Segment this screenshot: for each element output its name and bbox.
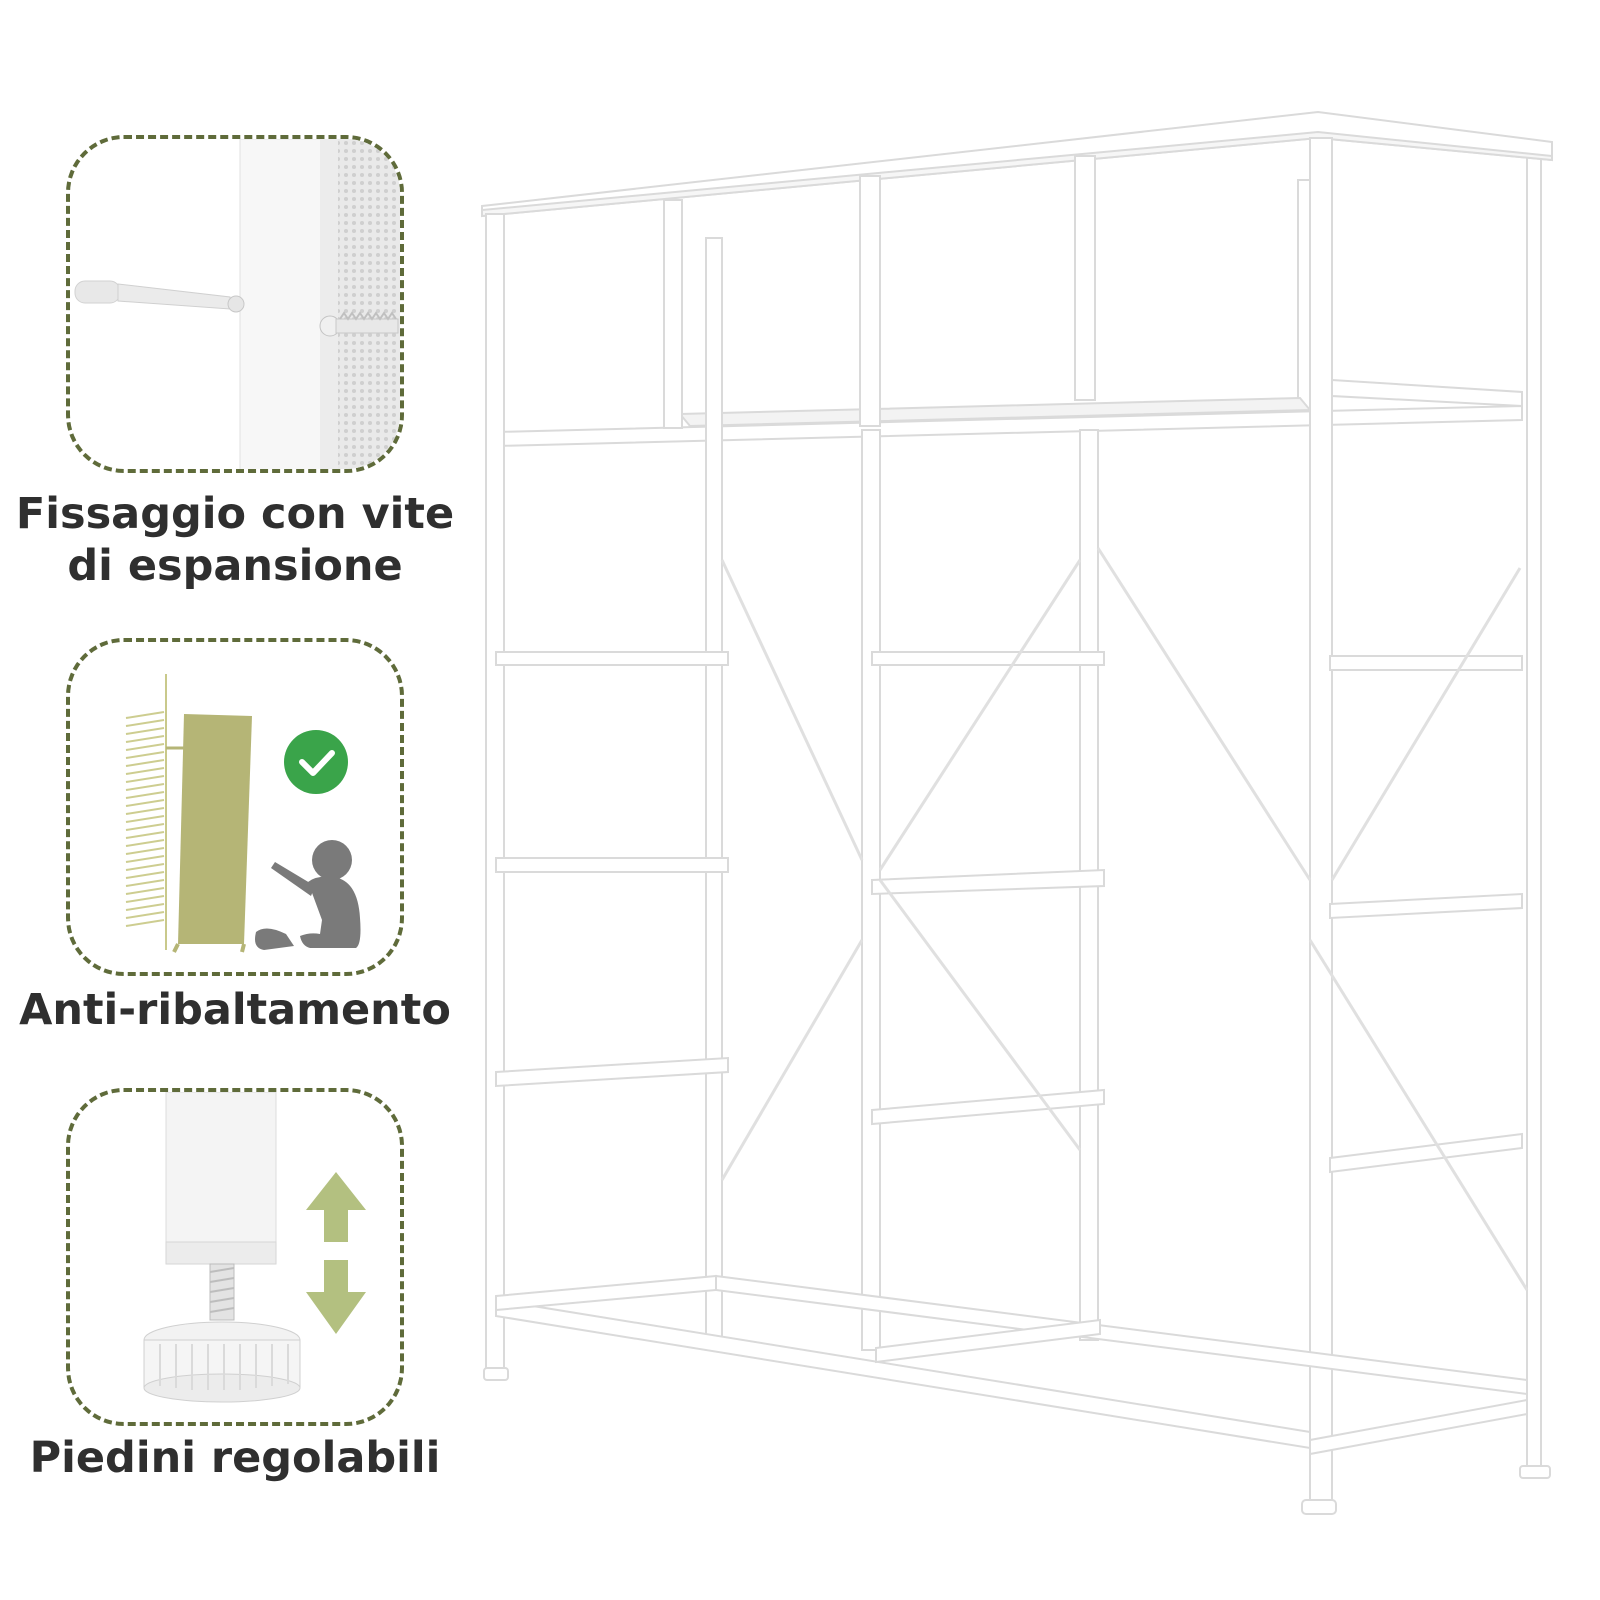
anti-tip-feature-box: [66, 638, 404, 976]
adjustable-feet-feature-box: [66, 1088, 404, 1426]
anti-tip-caption: Anti-ribaltamento: [19, 985, 451, 1035]
adjustable-foot-icon: [143, 1092, 366, 1403]
expansion-screw-icon: [74, 139, 400, 469]
wall-hatch-icon: [125, 711, 165, 927]
adjustable-feet-caption: Piedini regolabili: [29, 1433, 441, 1483]
wardrobe-frame-image: [481, 110, 1553, 1515]
wall-anchor-caption: Fissaggio con vite di espansione: [0, 488, 470, 592]
wall-anchor-caption-line1: Fissaggio con vite: [15, 489, 455, 539]
wall-anchor-caption-line2: di espansione: [67, 541, 403, 591]
check-icon: [284, 730, 348, 794]
up-down-arrow-icon: [306, 1172, 366, 1334]
wall-anchor-feature-box: [66, 135, 404, 473]
baby-icon: [255, 840, 361, 950]
anti-tip-icon: [125, 674, 361, 953]
